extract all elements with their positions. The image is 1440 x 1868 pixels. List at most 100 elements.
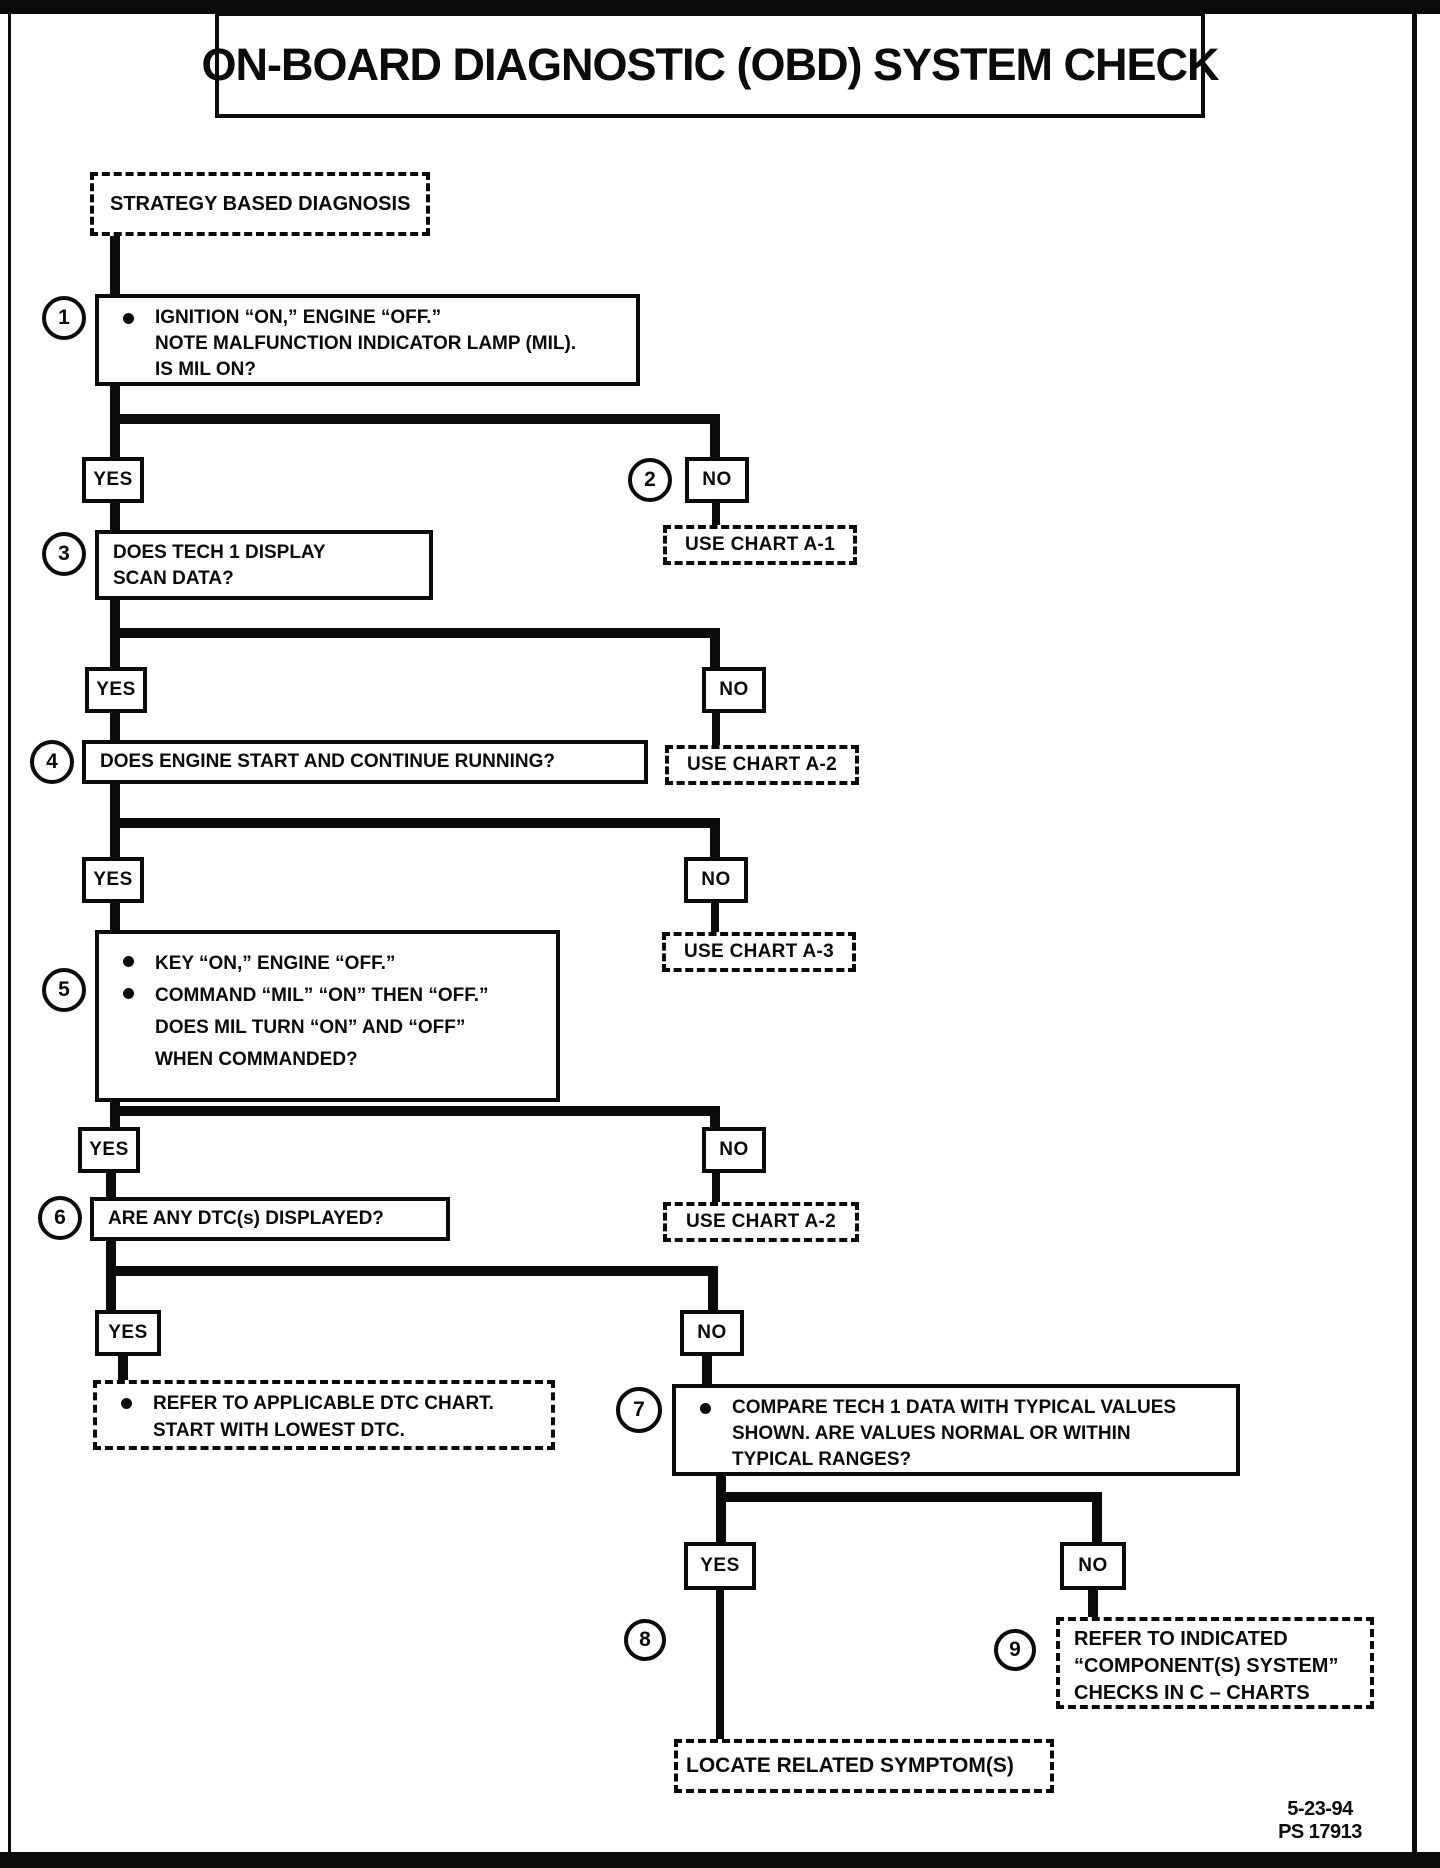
yes-box-3: YES: [82, 857, 144, 903]
connector-line: [110, 713, 120, 742]
decision-7-line: COMPARE TECH 1 DATA WITH TYPICAL VALUES: [676, 1395, 1236, 1421]
component-checks-line: “COMPONENT(S) SYSTEM”: [1074, 1655, 1339, 1677]
use-chart-a2-node: USE CHART A-2: [665, 745, 859, 785]
step-number-5: 5: [58, 978, 70, 1001]
decision-box-4: DOES ENGINE START AND CONTINUE RUNNING?: [82, 740, 648, 784]
step-circle-3: 3: [42, 532, 86, 576]
connector-line: [106, 1173, 116, 1199]
connector-line: [118, 1356, 128, 1382]
connector-line: [110, 903, 120, 932]
step-number-3: 3: [58, 542, 70, 565]
step-circle-6: 6: [38, 1196, 82, 1240]
locate-symptoms-label: LOCATE RELATED SYMPTOM(S): [686, 1754, 1014, 1777]
connector-line: [710, 638, 720, 667]
no-box-2: NO: [702, 667, 766, 713]
decision-box-1: IGNITION “ON,” ENGINE “OFF.” NOTE MALFUN…: [95, 294, 640, 386]
component-checks-node: REFER TO INDICATED “COMPONENT(S) SYSTEM”…: [1056, 1617, 1374, 1709]
decision-3-line: SCAN DATA?: [113, 568, 234, 589]
decision-4-line: DOES ENGINE START AND CONTINUE RUNNING?: [100, 751, 555, 772]
connector-line: [716, 1502, 726, 1544]
connector-line: [110, 818, 720, 828]
connector-line: [110, 384, 120, 420]
no-box-1: NO: [685, 457, 749, 503]
yes-box-2: YES: [85, 667, 147, 713]
connector-line: [1092, 1502, 1102, 1544]
footer-code: PS 17913: [1278, 1821, 1362, 1843]
connector-line: [710, 1116, 720, 1129]
step-circle-1: 1: [42, 296, 86, 340]
connector-line: [712, 1173, 720, 1204]
connector-line: [110, 598, 120, 634]
connector-line: [110, 784, 120, 826]
decision-5-line: WHEN COMMANDED?: [155, 1049, 358, 1070]
connector-line: [712, 713, 720, 745]
connector-line: [110, 1106, 720, 1116]
connector-line: [106, 1266, 718, 1276]
no-box-3: NO: [684, 857, 748, 903]
locate-symptoms-node: LOCATE RELATED SYMPTOM(S): [674, 1739, 1054, 1793]
connector-line: [711, 903, 719, 934]
decision-7-line: TYPICAL RANGES?: [732, 1449, 912, 1470]
no-box-5: NO: [680, 1310, 744, 1356]
step-circle-9: 9: [994, 1629, 1036, 1671]
decision-5-line: DOES MIL TURN “ON” AND “OFF”: [155, 1017, 466, 1038]
decision-box-6: ARE ANY DTC(s) DISPLAYED?: [90, 1197, 450, 1241]
yes-box-5: YES: [95, 1310, 161, 1356]
yes-box-4: YES: [78, 1127, 140, 1173]
connector-line: [1088, 1590, 1098, 1619]
footer-revision-block: 5-23-94 PS 17913: [1240, 1798, 1400, 1844]
decision-3-line: DOES TECH 1 DISPLAY: [113, 542, 326, 563]
step-number-4: 4: [46, 750, 58, 773]
footer-date: 5-23-94: [1287, 1798, 1353, 1820]
yes-box-1: YES: [82, 457, 144, 503]
step-number-6: 6: [54, 1206, 66, 1229]
connector-line: [110, 503, 120, 532]
no-box-6: NO: [1060, 1542, 1126, 1590]
use-chart-a3-node: USE CHART A-3: [662, 932, 856, 972]
step-number-7: 7: [633, 1398, 645, 1421]
connector-line: [708, 1276, 718, 1312]
decision-box-7: COMPARE TECH 1 DATA WITH TYPICAL VALUES …: [672, 1384, 1240, 1476]
decision-box-3: DOES TECH 1 DISPLAY SCAN DATA?: [95, 530, 433, 600]
connector-line: [716, 1590, 724, 1741]
decision-5-line: COMMAND “MIL” “ON” THEN “OFF.”: [99, 980, 556, 1012]
connector-line: [710, 424, 720, 457]
step-circle-5: 5: [42, 968, 86, 1012]
step-circle-7: 7: [616, 1387, 662, 1433]
connector-line: [716, 1492, 1102, 1502]
page-top-rule: [0, 0, 1440, 14]
component-checks-line: CHECKS IN C – CHARTS: [1074, 1682, 1310, 1704]
decision-box-5: KEY “ON,” ENGINE “OFF.” COMMAND “MIL” “O…: [95, 930, 560, 1102]
step-number-1: 1: [58, 306, 70, 329]
connector-line: [716, 1476, 726, 1502]
connector-line: [110, 236, 120, 296]
page-left-rule: [8, 14, 11, 1852]
connector-line: [110, 638, 120, 667]
use-chart-a1-node: USE CHART A-1: [663, 525, 857, 565]
decision-6-line: ARE ANY DTC(s) DISPLAYED?: [108, 1208, 384, 1229]
yes-box-6: YES: [684, 1542, 756, 1590]
connector-line: [712, 503, 720, 527]
connector-line: [106, 1276, 116, 1312]
start-node: STRATEGY BASED DIAGNOSIS: [90, 172, 430, 236]
decision-7-line: SHOWN. ARE VALUES NORMAL OR WITHIN: [732, 1423, 1131, 1444]
dtc-result-line: REFER TO APPLICABLE DTC CHART.: [97, 1390, 551, 1417]
step-circle-8: 8: [624, 1619, 666, 1661]
step-number-8: 8: [639, 1628, 651, 1651]
dtc-result-node: REFER TO APPLICABLE DTC CHART. START WIT…: [93, 1380, 555, 1450]
page-bottom-rule: [0, 1852, 1440, 1868]
no-box-4: NO: [702, 1127, 766, 1173]
page-title: ON-BOARD DIAGNOSTIC (OBD) SYSTEM CHECK: [201, 39, 1220, 90]
connector-line: [710, 828, 720, 857]
decision-1-line: IGNITION “ON,” ENGINE “OFF.”: [99, 305, 636, 331]
dtc-result-line: START WITH LOWEST DTC.: [153, 1420, 405, 1441]
decision-1-line: NOTE MALFUNCTION INDICATOR LAMP (MIL).: [155, 333, 577, 354]
component-checks-line: REFER TO INDICATED: [1074, 1628, 1288, 1650]
decision-5-line: KEY “ON,” ENGINE “OFF.”: [99, 948, 556, 980]
connector-line: [110, 424, 120, 457]
connector-line: [110, 828, 120, 857]
use-chart-a2-second-node: USE CHART A-2: [663, 1202, 859, 1242]
connector-line: [110, 1116, 120, 1129]
decision-1-line: IS MIL ON?: [155, 359, 256, 380]
